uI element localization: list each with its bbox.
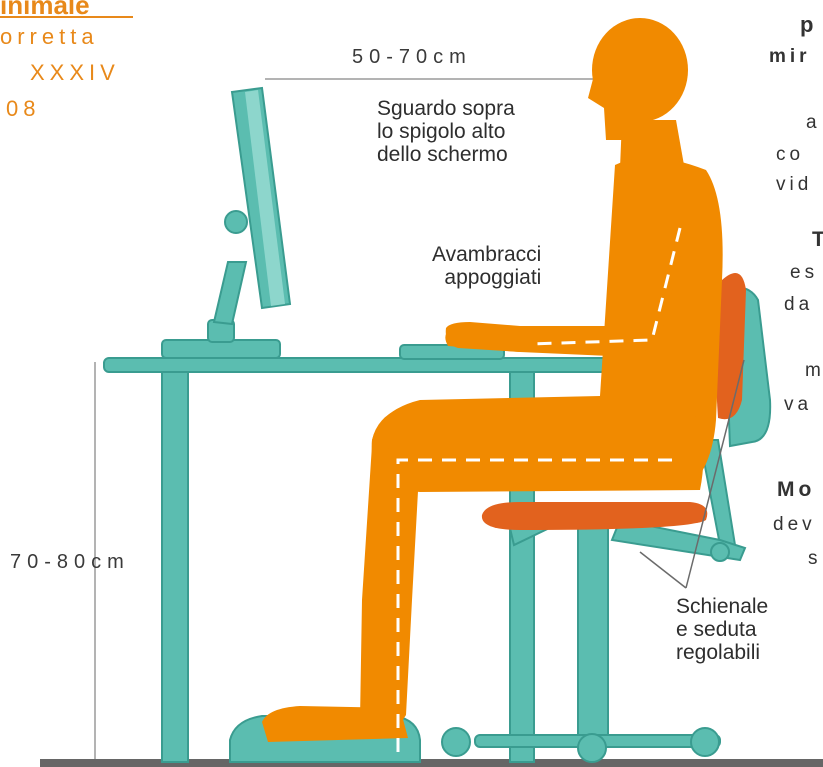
right-text-13: s [808, 548, 822, 570]
pointer-line-seat [640, 552, 686, 588]
subtitle-line-3: 08 [6, 96, 40, 122]
forearms-label: Avambracci appoggiati [432, 243, 541, 289]
right-text-8: da [784, 294, 813, 316]
subtitle-line-1: orretta [0, 24, 99, 50]
gaze-line-2: lo spigolo alto [377, 120, 515, 143]
forearms-line-1: Avambracci [432, 243, 541, 266]
floor-line [40, 759, 823, 767]
monitor [162, 88, 290, 358]
person-thigh [372, 402, 704, 492]
gaze-line-1: Sguardo sopra [377, 97, 515, 120]
title-fragment: inimale [0, 0, 90, 21]
right-text-9: m [805, 360, 823, 382]
person-foot [262, 706, 408, 742]
chair-wheel-left [442, 728, 470, 756]
chair-line-2: e seduta [676, 618, 768, 641]
distance-label: 50-70cm [352, 46, 472, 69]
gaze-line-3: dello schermo [377, 143, 515, 166]
chair-label: Schienale e seduta regolabili [676, 595, 768, 664]
monitor-joint [225, 211, 247, 233]
chair-line-1: Schienale [676, 595, 768, 618]
right-text-5: vid [776, 174, 812, 196]
desk-leg-left [162, 372, 188, 762]
right-text-7: es [790, 262, 818, 284]
chair-column [578, 520, 608, 740]
desk-top [104, 358, 636, 372]
gaze-label: Sguardo sopra lo spigolo alto dello sche… [377, 97, 515, 166]
right-text-2: mir [769, 46, 811, 68]
right-text-1: p [800, 12, 817, 38]
right-text-4: co [776, 144, 804, 166]
height-label: 70-80cm [10, 551, 130, 574]
right-text-12: dev [773, 514, 816, 536]
right-text-3: a [806, 112, 821, 134]
chair-wheel-right [691, 728, 719, 756]
monitor-arm [214, 262, 246, 324]
person-shin [360, 445, 420, 730]
right-text-11: Mo [777, 478, 815, 502]
chair-seat [482, 502, 707, 530]
right-text-6: T [812, 228, 823, 252]
person-hand [446, 322, 520, 352]
chair-knob [711, 543, 729, 561]
chair-wheel-center [578, 734, 606, 762]
right-text-10: va [784, 394, 812, 416]
subtitle-line-2: XXXIV [30, 60, 120, 86]
forearms-line-2: appoggiati [432, 266, 541, 289]
chair-line-3: regolabili [676, 641, 768, 664]
